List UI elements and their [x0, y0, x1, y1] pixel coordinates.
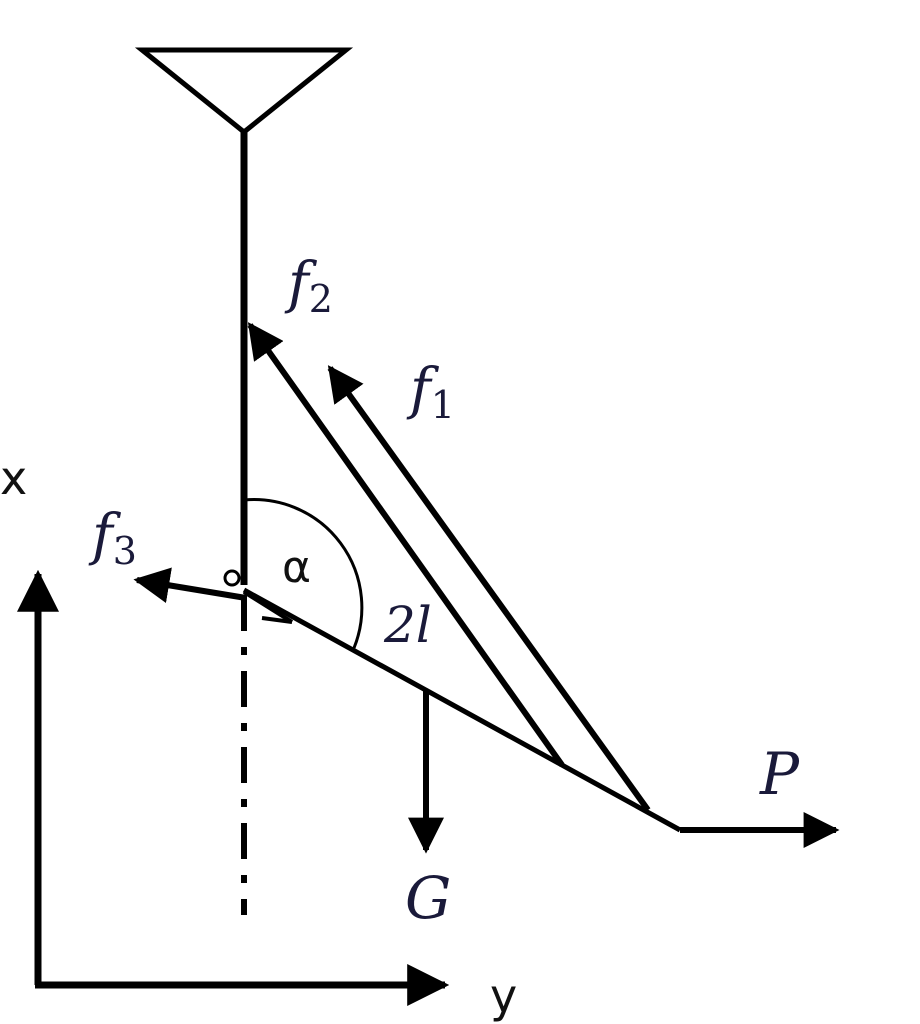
y-axis-label: y [490, 969, 517, 1023]
beam-end-foot-2 [261, 616, 293, 624]
f1-label: f1 [406, 357, 455, 427]
f2-arrow [247, 322, 565, 767]
length-label: 2l [383, 596, 432, 654]
f3-arrow [133, 567, 247, 604]
beam-end-foot [242, 590, 294, 624]
alpha-label: α [282, 542, 311, 593]
g-label: G [405, 864, 451, 932]
angle-arc [243, 498, 364, 649]
f2-label: f2 [284, 251, 333, 321]
support-triangle [134, 47, 354, 136]
pivot-joint [223, 569, 241, 587]
p-label: P [759, 740, 800, 808]
beam-rod [242, 587, 682, 833]
x-axis-label: x [0, 451, 27, 505]
f1-arrow [327, 365, 651, 812]
f3-label: f3 [88, 503, 137, 573]
